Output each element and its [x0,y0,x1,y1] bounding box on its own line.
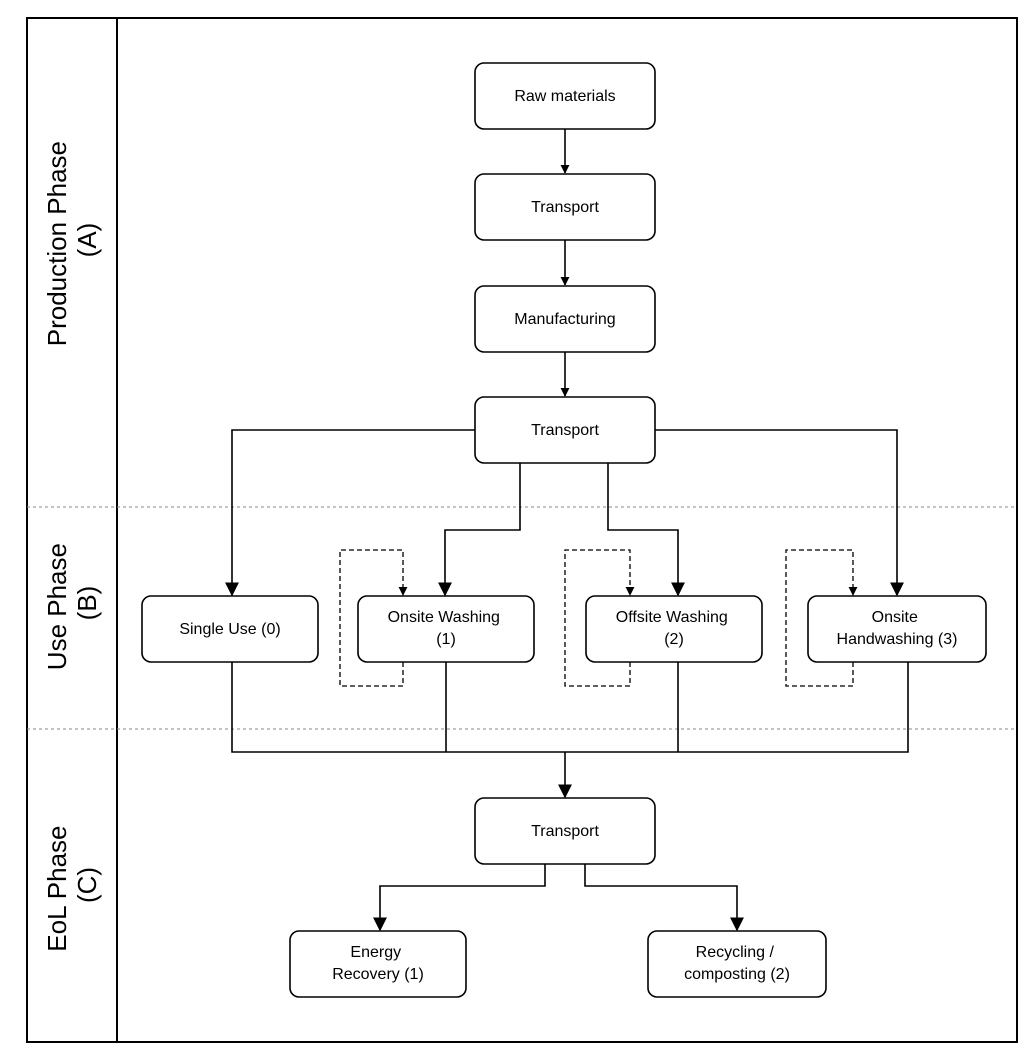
edge-to-offsite-washing [607,463,685,597]
node-raw-materials: Raw materials [474,62,656,130]
diagram-frame [26,17,1018,1043]
svg-text:Raw materials: Raw materials [514,88,615,105]
node-offsite-washing: Offsite Washing (2) [585,595,763,663]
node-transport-eol: Transport [474,797,656,865]
node-manufacturing: Manufacturing [474,285,656,353]
node-onsite-washing: Onsite Washing (1) [357,595,535,663]
svg-text:Single Use (0): Single Use (0) [179,621,280,638]
svg-text:Transport: Transport [531,823,599,840]
node-transport-distribution: Transport [474,396,656,464]
edge-to-single-use [225,429,475,597]
svg-text:Manufacturing: Manufacturing [514,311,615,328]
node-recycling-composting: Recycling / composting (2) [647,930,827,998]
svg-text:Onsite Washing (1): Onsite Washing (1) [388,609,505,648]
svg-text:Transport: Transport [531,199,599,216]
svg-text:Transport: Transport [531,422,599,439]
svg-text:Energy Recovery (1): Energy Recovery (1) [332,944,424,983]
node-energy-recovery: Energy Recovery (1) [289,930,467,998]
phase-label-eol: EoL Phase (C) [42,818,102,951]
svg-text:Recycling / composting (: Recycling / composting (2) [684,944,790,983]
edge-to-energy-recovery [373,864,546,932]
svg-text:Onsite Handwashing (3): Onsite Handwashing (3) [837,609,958,648]
node-onsite-handwashing: Onsite Handwashing (3) [807,595,987,663]
node-transport-supply: Transport [474,173,656,241]
phase-label-production: Production Phase (A) [42,134,102,346]
edge-to-onsite-handwashing [655,429,904,597]
edge-to-onsite-washing [438,463,521,597]
reuse-loop-offsite-washing [564,549,635,687]
merge-bus [231,662,909,753]
reuse-loop-onsite-handwashing [785,549,858,687]
phase-label-use: Use Phase (B) [42,536,102,670]
svg-text:Offsite Washing (2): Offsite Washing (2) [616,609,733,648]
node-single-use: Single Use (0) [141,595,319,663]
reuse-loop-onsite-washing [339,549,408,687]
edge-to-recycling-composting [584,864,744,932]
